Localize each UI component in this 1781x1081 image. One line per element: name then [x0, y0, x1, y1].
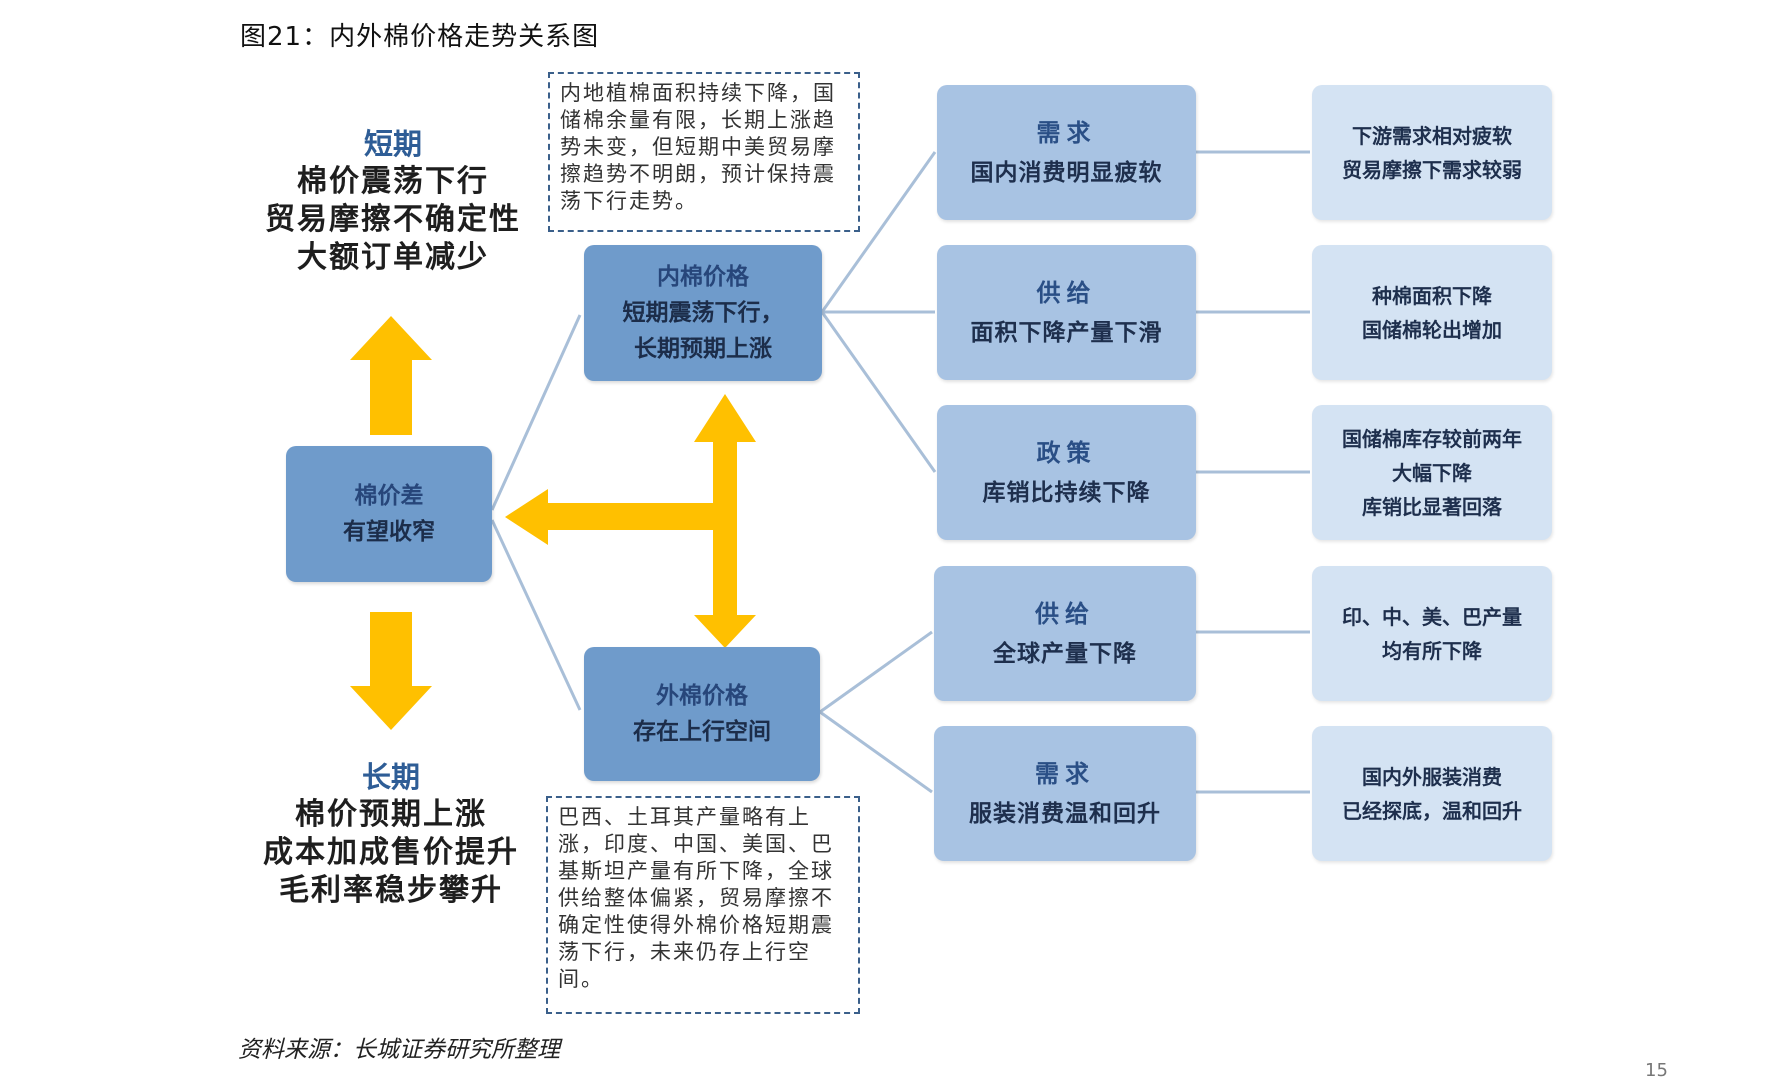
factor-label: 需求: [1036, 117, 1097, 147]
factor-label: 供给: [1035, 598, 1095, 628]
factor-desc: 库销比持续下降: [982, 478, 1151, 506]
note-foreign: 巴西、土耳其产量略有上涨，印度、中国、美国、巴基斯坦产量有所下降，全球供给整体偏…: [546, 796, 860, 1014]
note-domestic: 内地植棉面积持续下降，国储棉余量有限，长期上涨趋势未变，但短期中美贸易摩擦趋势不…: [548, 72, 860, 232]
detail-box-5: 国内外服装消费 已经探底，温和回升: [1312, 726, 1552, 861]
price-spread-box: 棉价差 有望收窄: [286, 446, 492, 582]
price-spread-desc: 有望收窄: [343, 518, 435, 545]
detail-line: 印、中、美、巴产量: [1342, 604, 1522, 629]
line-domestic-f1: [820, 151, 937, 313]
line-center-domestic: [490, 314, 582, 511]
detail-line: 国储棉库存较前两年: [1342, 426, 1522, 451]
detail-box-4: 印、中、美、巴产量 均有所下降: [1312, 566, 1552, 701]
detail-line: 下游需求相对疲软: [1352, 123, 1512, 148]
detail-box-2: 种棉面积下降 国储棉轮出增加: [1312, 245, 1552, 380]
detail-box-3: 国储棉库存较前两年 大幅下降 库销比显著回落: [1312, 405, 1552, 540]
detail-line: 大幅下降: [1392, 460, 1472, 485]
long-term-block: 长期 棉价预期上涨 成本加成售价提升 毛利率稳步攀升: [241, 758, 541, 910]
detail-box-1: 下游需求相对疲软 贸易摩擦下需求较弱: [1312, 85, 1552, 220]
short-term-line: 贸易摩擦不确定性: [265, 202, 521, 237]
arrow-double-vertical: [694, 394, 756, 648]
yellow-arrows: [350, 316, 756, 730]
arrow-down-long-term: [350, 612, 432, 730]
detail-line: 国内外服装消费: [1362, 764, 1502, 789]
line-center-foreign: [490, 519, 582, 711]
line-domestic-f3: [820, 311, 937, 473]
detail-line: 均有所下降: [1382, 638, 1482, 663]
detail-line: 已经探底，温和回升: [1342, 798, 1522, 823]
long-term-line: 棉价预期上涨: [295, 797, 487, 832]
domestic-price-label: 内棉价格: [657, 263, 749, 290]
factor-label: 供给: [1036, 277, 1097, 307]
detail-line: 库销比显著回落: [1362, 494, 1502, 519]
long-term-line: 毛利率稳步攀升: [279, 873, 503, 908]
domestic-price-box: 内棉价格 短期震荡下行， 长期预期上涨: [584, 245, 822, 381]
factor-desc: 面积下降产量下滑: [970, 318, 1163, 346]
detail-line: 国储棉轮出增加: [1362, 317, 1502, 342]
factor-desc: 服装消费温和回升: [969, 799, 1161, 827]
factor-desc: 国内消费明显疲软: [970, 158, 1163, 186]
foreign-price-desc: 存在上行空间: [633, 718, 771, 745]
page-number: 15: [1645, 1060, 1668, 1081]
domestic-price-desc: 短期震荡下行，: [622, 299, 784, 326]
arrow-up-short-term: [350, 316, 432, 435]
factor-box-demand-domestic: 需求 国内消费明显疲软: [937, 85, 1196, 220]
price-spread-label: 棉价差: [354, 482, 424, 509]
line-foreign-f5: [819, 710, 933, 794]
detail-line: 种棉面积下降: [1372, 283, 1492, 308]
detail-line: 贸易摩擦下需求较弱: [1342, 157, 1522, 182]
factor-box-demand-apparel: 需求 服装消费温和回升: [934, 726, 1196, 861]
line-foreign-f4: [819, 630, 933, 714]
connector-lines: [490, 150, 1310, 794]
short-term-line: 棉价震荡下行: [297, 164, 489, 199]
factor-label: 需求: [1035, 758, 1095, 788]
short-term-heading: 短期: [363, 127, 422, 161]
domestic-price-desc: 长期预期上涨: [634, 335, 772, 362]
source-note: 资料来源：长城证券研究所整理: [238, 1037, 560, 1063]
short-term-block: 短期 棉价震荡下行 贸易摩擦不确定性 大额订单减少: [243, 125, 543, 277]
factor-box-supply-global: 供给 全球产量下降: [934, 566, 1196, 701]
foreign-price-label: 外棉价格: [656, 682, 748, 709]
long-term-heading: 长期: [361, 760, 420, 794]
figure-title: 图21：内外棉价格走势关系图: [240, 22, 600, 52]
arrow-left-to-center: [505, 489, 713, 545]
foreign-price-box: 外棉价格 存在上行空间: [584, 647, 820, 781]
factor-box-supply-domestic: 供给 面积下降产量下滑: [937, 245, 1196, 380]
short-term-line: 大额订单减少: [297, 240, 489, 275]
factor-box-policy: 政策 库销比持续下降: [937, 405, 1196, 540]
factor-desc: 全球产量下降: [993, 639, 1137, 667]
long-term-line: 成本加成售价提升: [263, 835, 519, 870]
factor-label: 政策: [1036, 437, 1097, 467]
